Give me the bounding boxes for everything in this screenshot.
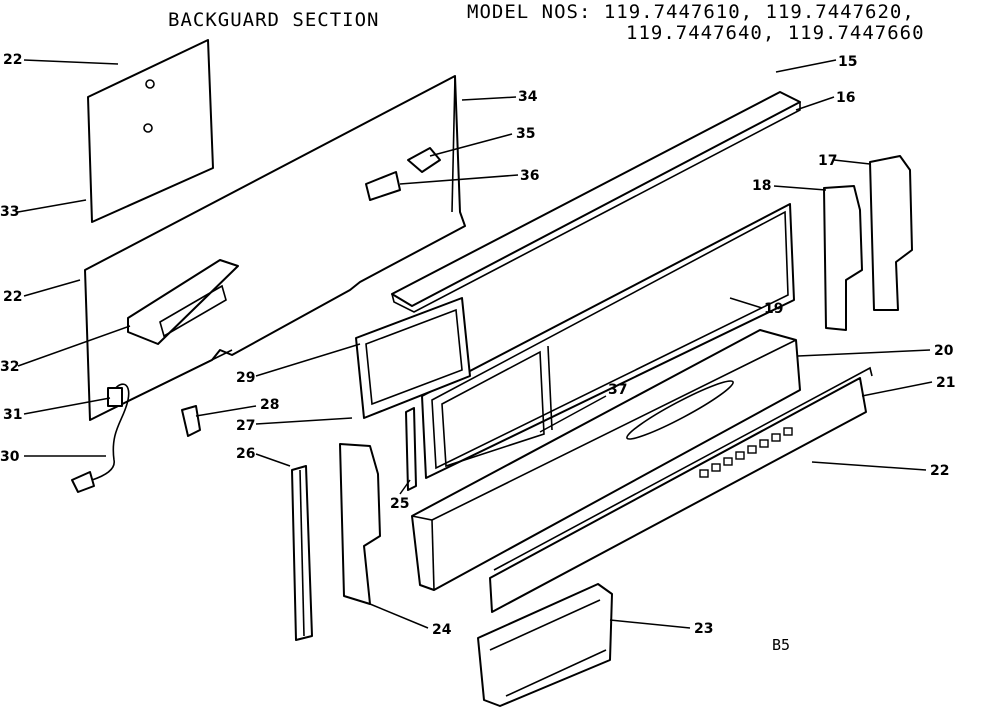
callout-20: 20 xyxy=(934,343,954,359)
callout-23: 23 xyxy=(694,621,713,637)
callout-22-top: 22 xyxy=(3,52,22,68)
part-23-bottom-bracket xyxy=(477,583,613,707)
callout-22-left: 22 xyxy=(3,289,22,305)
callout-34: 34 xyxy=(518,89,538,105)
part-28-clip xyxy=(181,405,201,437)
callout-18: 18 xyxy=(752,178,771,194)
part-33-cover-plate xyxy=(87,39,214,223)
leader-lines xyxy=(17,59,933,629)
callout-28: 28 xyxy=(260,397,279,413)
part-18-end-cap xyxy=(823,185,863,331)
model-numbers-line-1: MODEL NOS: 119.7447610, 119.7447620, xyxy=(467,1,915,23)
callout-17: 17 xyxy=(818,153,837,169)
callout-33: 33 xyxy=(0,204,19,220)
callout-25: 25 xyxy=(390,496,409,512)
callout-27: 27 xyxy=(236,418,255,434)
part-19-window-frame xyxy=(421,203,795,479)
part-21-control-strip xyxy=(489,366,873,613)
callout-24: 24 xyxy=(432,622,452,638)
callout-22-right: 22 xyxy=(930,463,949,479)
callout-16: 16 xyxy=(836,90,855,106)
part-17-end-cap xyxy=(869,155,913,311)
page-code: B5 xyxy=(772,636,791,654)
callout-30: 30 xyxy=(0,449,20,465)
part-26-side-rail xyxy=(291,465,313,641)
callout-35: 35 xyxy=(516,126,535,142)
part-27-clock-frame xyxy=(355,297,471,419)
part-20-control-panel xyxy=(411,329,801,591)
part-30-power-cord xyxy=(71,383,130,493)
callout-29: 29 xyxy=(236,370,255,386)
part-25-strip xyxy=(405,407,417,491)
part-34-rear-panel xyxy=(84,75,466,421)
section-title: BACKGUARD SECTION xyxy=(168,9,380,31)
callout-19: 19 xyxy=(764,301,783,317)
model-numbers-line-2: 119.7447640, 119.7447660 xyxy=(626,22,925,44)
callout-21: 21 xyxy=(936,375,955,391)
callout-labels: 22 33 34 35 36 15 16 17 18 19 20 21 22 2… xyxy=(0,52,955,638)
callout-15: 15 xyxy=(838,54,857,70)
callout-32: 32 xyxy=(0,359,19,375)
part-24-side-bracket xyxy=(339,443,381,605)
callout-36: 36 xyxy=(520,168,539,184)
callout-31: 31 xyxy=(3,407,22,423)
callout-26: 26 xyxy=(236,446,255,462)
part-16-top-trim xyxy=(391,91,801,313)
callout-37: 37 xyxy=(608,382,627,398)
